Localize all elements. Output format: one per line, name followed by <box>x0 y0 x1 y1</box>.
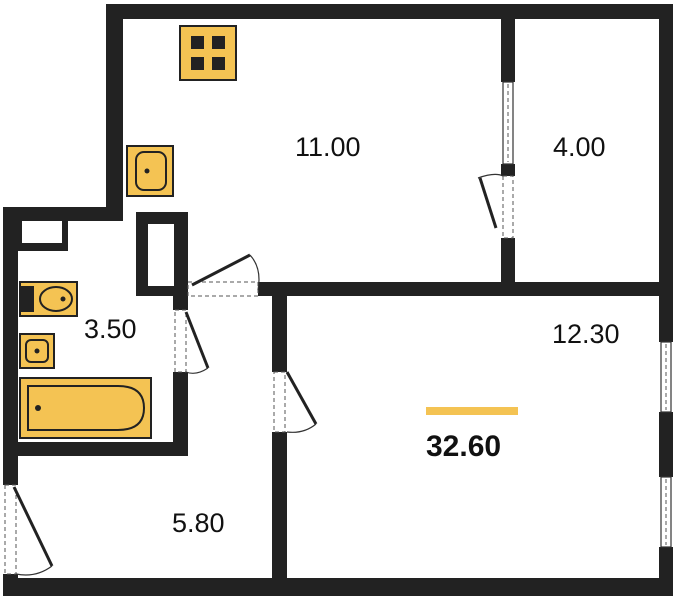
room-area-kitchen: 11.00 <box>295 132 361 162</box>
room-area-bathroom: 3.50 <box>84 314 137 344</box>
door-entrance <box>12 486 54 567</box>
doors <box>4 173 514 576</box>
toilet-icon <box>19 281 78 317</box>
window-living-upper <box>660 341 672 413</box>
stove-icon <box>179 25 237 81</box>
bathtub-icon <box>19 377 152 439</box>
room-area-hallway: 5.80 <box>172 508 225 538</box>
room-area-loggia: 4.00 <box>553 132 606 162</box>
window-living-lower <box>660 476 672 548</box>
room-area-living-room: 12.30 <box>552 319 620 349</box>
total-area: 32.60 <box>426 430 501 463</box>
door-living-room <box>285 371 318 425</box>
wash-basin-icon <box>19 333 55 369</box>
kitchen-sink-icon <box>126 145 174 197</box>
door-loggia <box>478 177 498 229</box>
door-kitchen <box>191 253 251 287</box>
windows <box>502 81 672 548</box>
total-area-accent-bar <box>426 407 518 415</box>
door-bathroom <box>184 311 210 369</box>
walls <box>3 4 673 596</box>
